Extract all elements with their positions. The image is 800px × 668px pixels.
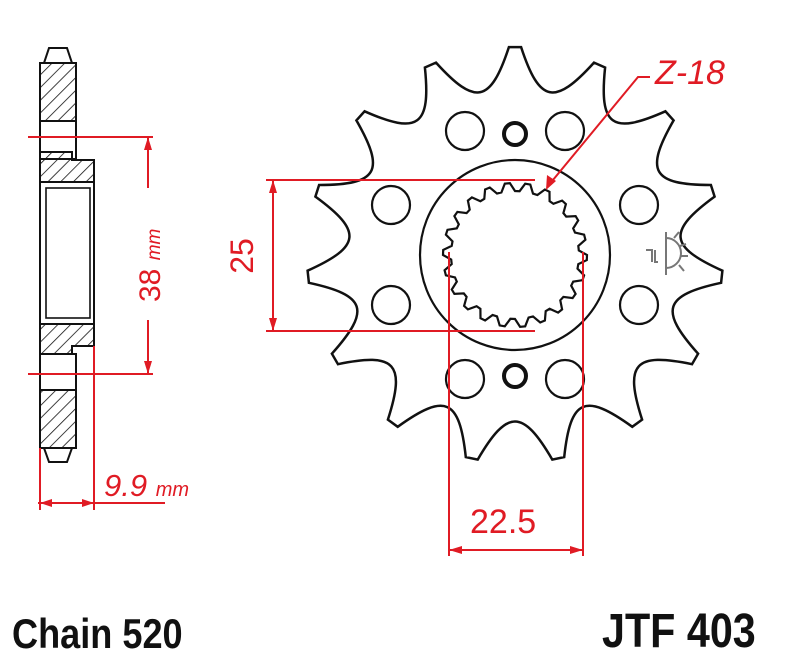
chain-size-label: Chain 520 xyxy=(12,610,183,657)
hub-diameter-value: 38 xyxy=(134,268,167,302)
side-view-dimensions xyxy=(28,136,165,510)
teeth-count-label: Z-18 xyxy=(655,54,725,92)
width-label: 9.9 mm xyxy=(104,470,189,501)
small-holes xyxy=(502,121,528,389)
hub-diameter-label: 38 mm xyxy=(134,192,167,302)
hub-diameter-unit: mm xyxy=(144,228,165,261)
bolt-holes xyxy=(370,110,660,400)
part-number-label: JTF 403 xyxy=(602,605,756,658)
front-view xyxy=(306,45,724,462)
front-view-dimensions xyxy=(266,76,650,556)
spline-bore xyxy=(441,182,589,328)
jt-logo-mark-icon xyxy=(646,231,688,275)
spline-height-label: 25 xyxy=(224,238,260,274)
width-unit: mm xyxy=(155,479,190,501)
side-view xyxy=(39,47,95,463)
spline-width-label: 22.5 xyxy=(470,503,537,541)
width-value: 9.9 xyxy=(104,468,148,503)
